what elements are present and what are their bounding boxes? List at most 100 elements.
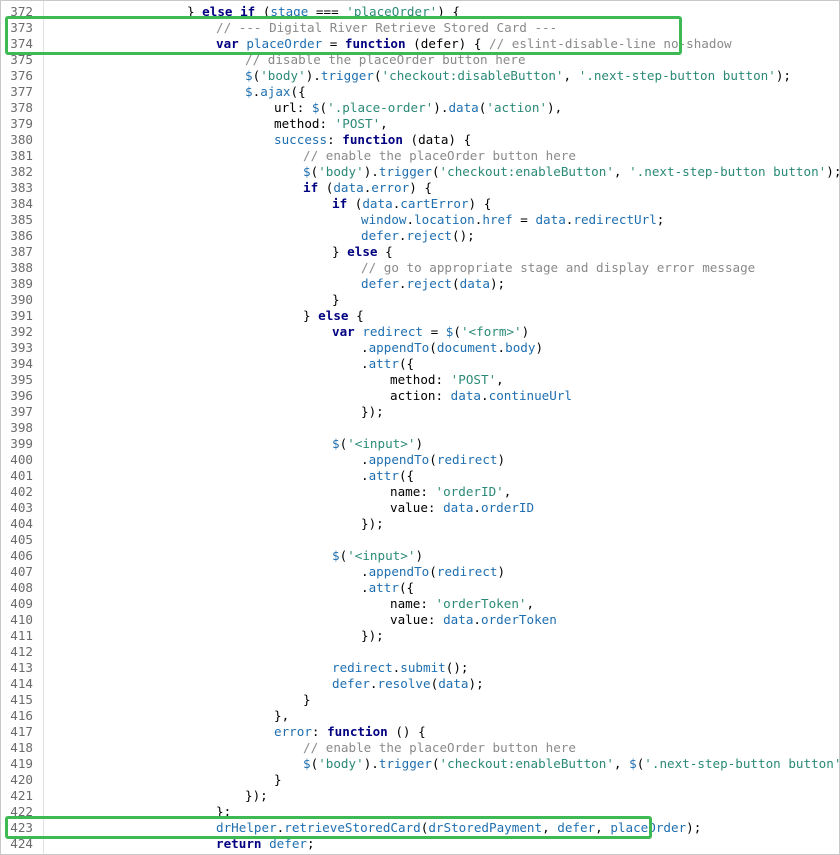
code-text: ( xyxy=(339,548,348,563)
line-number: 423 xyxy=(10,820,33,835)
code-identifier: defer xyxy=(557,820,596,835)
line-source: return defer; xyxy=(216,836,315,852)
code-keyword: else xyxy=(318,308,349,323)
line-number: 420 xyxy=(10,772,33,787)
code-text: : xyxy=(311,724,328,739)
code-text: ( xyxy=(429,564,437,579)
code-text: , xyxy=(613,756,630,771)
line-source: action: data.continueUrl xyxy=(390,388,572,404)
code-identifier: redirect xyxy=(436,452,498,467)
code-keyword: else if xyxy=(202,4,256,19)
code-identifier: data xyxy=(443,500,474,515)
code-text: : xyxy=(327,132,343,147)
code-string: '.next-step-button button' xyxy=(578,68,776,83)
code-identifier: appendTo xyxy=(368,564,430,579)
line-number: 387 xyxy=(10,244,33,259)
code-text: ( xyxy=(255,4,271,19)
line-number: 409 xyxy=(10,596,33,611)
code-text: . xyxy=(361,468,369,483)
code-line: 398 xyxy=(1,420,839,436)
line-source: $('<input>') xyxy=(332,436,423,452)
code-text: . xyxy=(361,564,369,579)
code-identifier: success xyxy=(274,132,328,147)
code-line: 401.attr({ xyxy=(1,468,839,484)
code-identifier: data xyxy=(333,180,364,195)
code-identifier: error xyxy=(274,724,312,739)
code-text: ), xyxy=(547,100,563,115)
code-comment: // go to appropriate stage and display e… xyxy=(361,260,756,275)
line-source: } xyxy=(303,692,311,708)
code-text: ( xyxy=(252,68,261,83)
line-source: .appendTo(document.body) xyxy=(361,340,543,356)
code-keyword: function xyxy=(344,36,406,51)
code-text: ; xyxy=(307,836,315,851)
code-text: ) xyxy=(415,548,424,563)
code-identifier: data xyxy=(459,276,490,291)
code-text: }); xyxy=(361,404,384,419)
code-line: 377$.ajax({ xyxy=(1,84,839,100)
line-number: 413 xyxy=(10,660,33,675)
code-identifier: defer xyxy=(332,676,370,691)
line-source: defer.reject(); xyxy=(361,228,475,244)
code-text: ( xyxy=(310,164,319,179)
code-identifier: window xyxy=(361,212,407,227)
code-keyword: if xyxy=(303,180,319,195)
code-string: '<input>' xyxy=(347,436,416,451)
code-text: ( xyxy=(318,180,334,195)
code-line: 373// --- Digital River Retrieve Stored … xyxy=(1,20,839,36)
line-number: 393 xyxy=(10,340,33,355)
code-text: }, xyxy=(274,708,290,723)
line-number: 395 xyxy=(10,372,33,387)
code-text: . xyxy=(398,228,407,243)
code-string: 'orderToken' xyxy=(435,596,527,611)
code-line: 404}); xyxy=(1,516,839,532)
code-identifier: retrieveStoredCard xyxy=(284,820,421,835)
line-number: 391 xyxy=(10,308,33,323)
code-text: action: xyxy=(390,388,451,403)
code-text: = xyxy=(512,212,536,227)
code-identifier: drStoredPayment xyxy=(428,820,543,835)
code-string: 'POST' xyxy=(334,116,381,131)
code-line: 372} else if (stage === 'placeOrder') { xyxy=(1,4,839,20)
code-text: , xyxy=(595,820,611,835)
code-keyword: var xyxy=(332,324,355,339)
line-source: defer.reject(data); xyxy=(361,276,505,292)
code-string: '.next-step-button button' xyxy=(644,756,840,771)
code-identifier: data xyxy=(362,196,393,211)
code-identifier: $ xyxy=(245,84,253,99)
code-text: ) xyxy=(535,340,544,355)
code-identifier: appendTo xyxy=(368,452,430,467)
code-text: , xyxy=(503,484,512,499)
code-text: ); xyxy=(489,276,506,291)
code-text: ( xyxy=(452,276,460,291)
line-number: 414 xyxy=(10,676,33,691)
code-text: }; xyxy=(216,804,232,819)
code-text: ({ xyxy=(398,356,415,371)
line-source: // disable the placeOrder button here xyxy=(245,52,526,68)
code-line: 382$('body').trigger('checkout:enableBut… xyxy=(1,164,839,180)
code-identifier: redirect xyxy=(362,324,424,339)
code-identifier: attr xyxy=(368,580,399,595)
line-source: .appendTo(redirect) xyxy=(361,452,505,468)
line-source: $('body').trigger('checkout:enableButton… xyxy=(303,756,840,772)
code-identifier: attr xyxy=(368,356,399,371)
code-string: 'body' xyxy=(260,68,306,83)
code-text: ). xyxy=(363,756,379,771)
line-number: 418 xyxy=(10,740,33,755)
line-number: 407 xyxy=(10,564,33,579)
code-identifier: trigger xyxy=(378,164,432,179)
code-text: ( xyxy=(431,164,440,179)
code-line: 411}); xyxy=(1,628,839,644)
code-identifier: orderID xyxy=(481,500,535,515)
code-identifier: redirect xyxy=(436,564,498,579)
code-text: ({ xyxy=(398,468,415,483)
line-number: 382 xyxy=(10,164,33,179)
code-text: ( xyxy=(373,68,382,83)
code-text: , xyxy=(526,596,535,611)
code-string: '.next-step-button button' xyxy=(629,164,827,179)
